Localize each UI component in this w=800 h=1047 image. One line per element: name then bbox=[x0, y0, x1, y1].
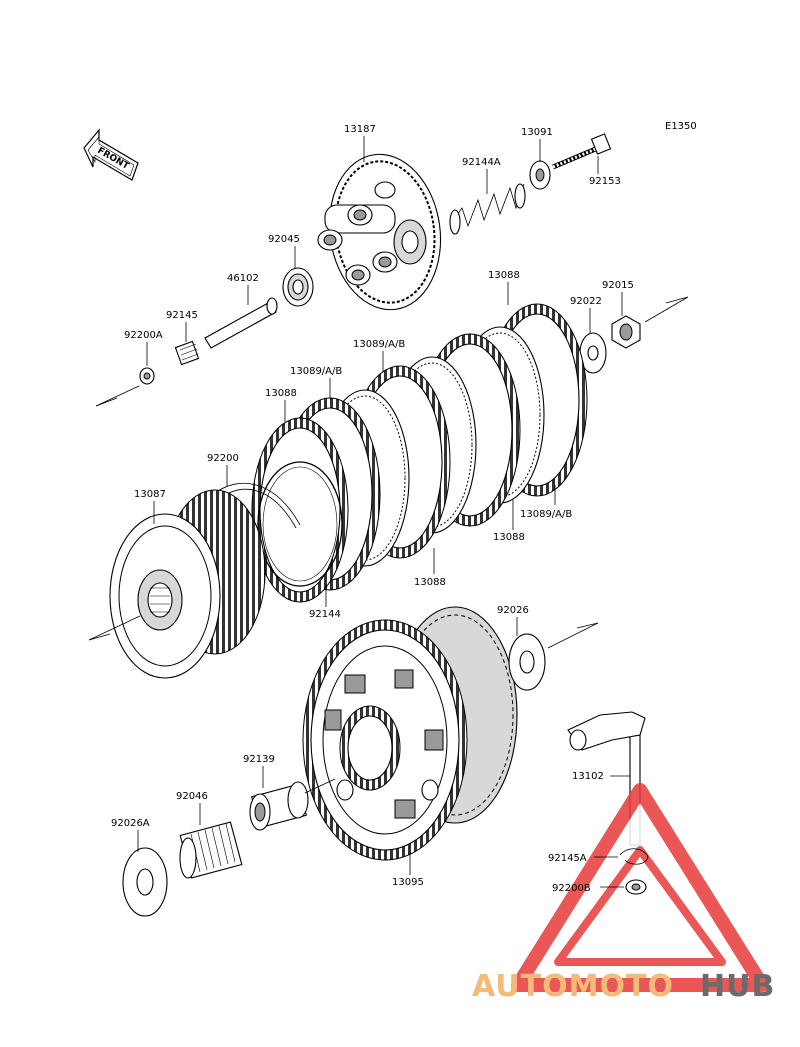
clutch-spring-part bbox=[449, 183, 526, 235]
wave-spring-part bbox=[257, 461, 343, 587]
callout-92200b: 92200B bbox=[552, 883, 591, 894]
spring-holder-part bbox=[529, 160, 551, 190]
callout-92144a: 92144A bbox=[462, 157, 501, 168]
callout-13095: 13095 bbox=[392, 877, 424, 888]
callout-92015: 92015 bbox=[602, 280, 634, 291]
callout-92026a: 92026A bbox=[111, 818, 150, 829]
callout-13088-top: 13088 bbox=[488, 270, 520, 281]
front-arrow-icon: FRONT bbox=[83, 128, 139, 181]
diagram-code: E1350 bbox=[665, 121, 697, 132]
callout-13089-b: 13089/A/B bbox=[290, 366, 342, 377]
callout-92139: 92139 bbox=[243, 754, 275, 765]
callout-13102: 13102 bbox=[572, 771, 604, 782]
callout-13089-c: 13089/A/B bbox=[520, 509, 572, 520]
callout-13088-left: 13088 bbox=[265, 388, 297, 399]
bolt-part bbox=[552, 133, 612, 170]
callout-13088-mid: 13088 bbox=[414, 577, 446, 588]
clutch-hub-part bbox=[109, 489, 266, 679]
large-thrust-washer-part bbox=[122, 847, 168, 917]
pressure-plate-part bbox=[317, 153, 442, 311]
washer-part bbox=[579, 332, 607, 374]
callout-92200a: 92200A bbox=[124, 330, 163, 341]
small-washer-part bbox=[139, 367, 155, 385]
callout-92026: 92026 bbox=[497, 605, 529, 616]
needle-bearing-part bbox=[179, 821, 243, 879]
callout-46102: 46102 bbox=[227, 273, 259, 284]
callout-92200: 92200 bbox=[207, 453, 239, 464]
push-rod-part bbox=[204, 297, 278, 349]
callout-92022: 92022 bbox=[570, 296, 602, 307]
ball-bearing-part bbox=[282, 267, 314, 307]
callout-92144: 92144 bbox=[309, 609, 341, 620]
clutch-plate-stack bbox=[251, 303, 588, 603]
washer-b-part bbox=[625, 879, 647, 895]
callout-92145a: 92145A bbox=[548, 853, 587, 864]
callout-92045: 92045 bbox=[268, 234, 300, 245]
watermark-text-hub: HUB bbox=[700, 969, 775, 1004]
thrust-washer-part bbox=[508, 633, 546, 691]
circlip-part bbox=[619, 848, 649, 865]
clutch-housing-part bbox=[302, 606, 518, 861]
small-spring-part bbox=[174, 340, 200, 366]
sleeve-part bbox=[249, 781, 309, 831]
callout-92145: 92145 bbox=[166, 310, 198, 321]
callout-13187: 13187 bbox=[344, 124, 376, 135]
callout-13088-right: 13088 bbox=[493, 532, 525, 543]
callout-13087: 13087 bbox=[134, 489, 166, 500]
callout-13089-a: 13089/A/B bbox=[353, 339, 405, 350]
nut-part bbox=[611, 315, 641, 349]
callout-92046: 92046 bbox=[176, 791, 208, 802]
callout-92153: 92153 bbox=[589, 176, 621, 187]
watermark-text-automoto: AUTOMOTO bbox=[472, 969, 674, 1004]
callout-13091: 13091 bbox=[521, 127, 553, 138]
